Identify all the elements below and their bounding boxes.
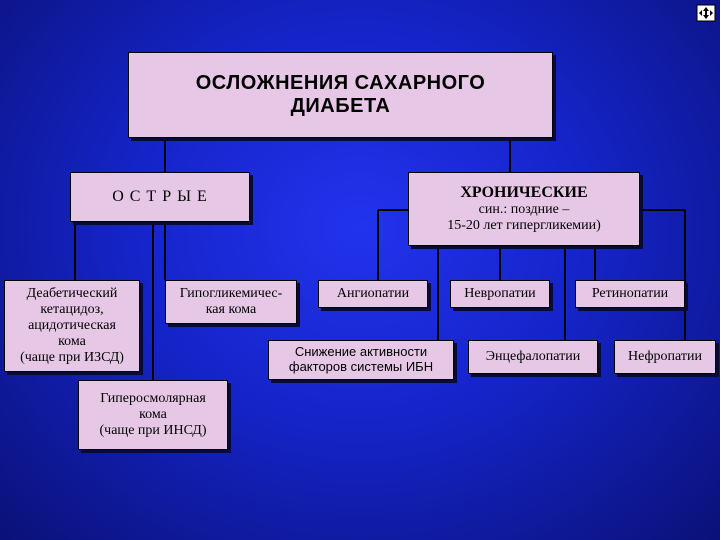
chronic-box: ХРОНИЧЕСКИЕ син.: поздние – 15-20 лет ги… <box>408 172 640 246</box>
ketoacidosis-box: Деабетический кетацидоз, ацидотическая к… <box>4 280 140 372</box>
angiopathy-box: Ангиопатии <box>318 280 428 308</box>
angiopathy-label: Ангиопатии <box>336 285 410 301</box>
retinopathy-box: Ретинопатии <box>575 280 685 308</box>
hyperosmolar-box: Гиперосмолярная кома (чаще при ИНСД) <box>78 380 228 450</box>
encephalopathy-box: Энцефалопатии <box>468 340 598 374</box>
ibn-label: Снижение активности факторов системы ИБН <box>288 344 434 374</box>
acute-label: О С Т Р Ы Е <box>112 187 208 205</box>
hypoglycemic-box: Гипогликемичес- кая кома <box>165 280 297 324</box>
chronic-sublabel: син.: поздние – 15-20 лет гипергликемии) <box>447 202 601 234</box>
chronic-label: ХРОНИЧЕСКИЕ <box>460 183 588 201</box>
ibn-box: Снижение активности факторов системы ИБН <box>268 340 454 380</box>
navigation-arrows-icon[interactable] <box>696 4 716 22</box>
neuropathy-box: Невропатии <box>450 280 550 308</box>
encephalopathy-label: Энцефалопатии <box>485 348 581 364</box>
diagram-title-box: ОСЛОЖНЕНИЯ САХАРНОГО ДИАБЕТА <box>128 52 553 138</box>
hypoglycemic-label: Гипогликемичес- кая кома <box>179 285 283 317</box>
acute-box: О С Т Р Ы Е <box>70 172 250 222</box>
neuropathy-label: Невропатии <box>464 285 536 301</box>
nephropathy-label: Нефропатии <box>627 348 702 364</box>
hyperosmolar-label: Гиперосмолярная кома (чаще при ИНСД) <box>99 390 207 439</box>
diagram-title: ОСЛОЖНЕНИЯ САХАРНОГО ДИАБЕТА <box>195 72 486 117</box>
retinopathy-label: Ретинопатии <box>591 285 669 301</box>
ketoacidosis-label: Деабетический кетацидоз, ацидотическая к… <box>20 285 124 366</box>
nephropathy-box: Нефропатии <box>614 340 716 374</box>
